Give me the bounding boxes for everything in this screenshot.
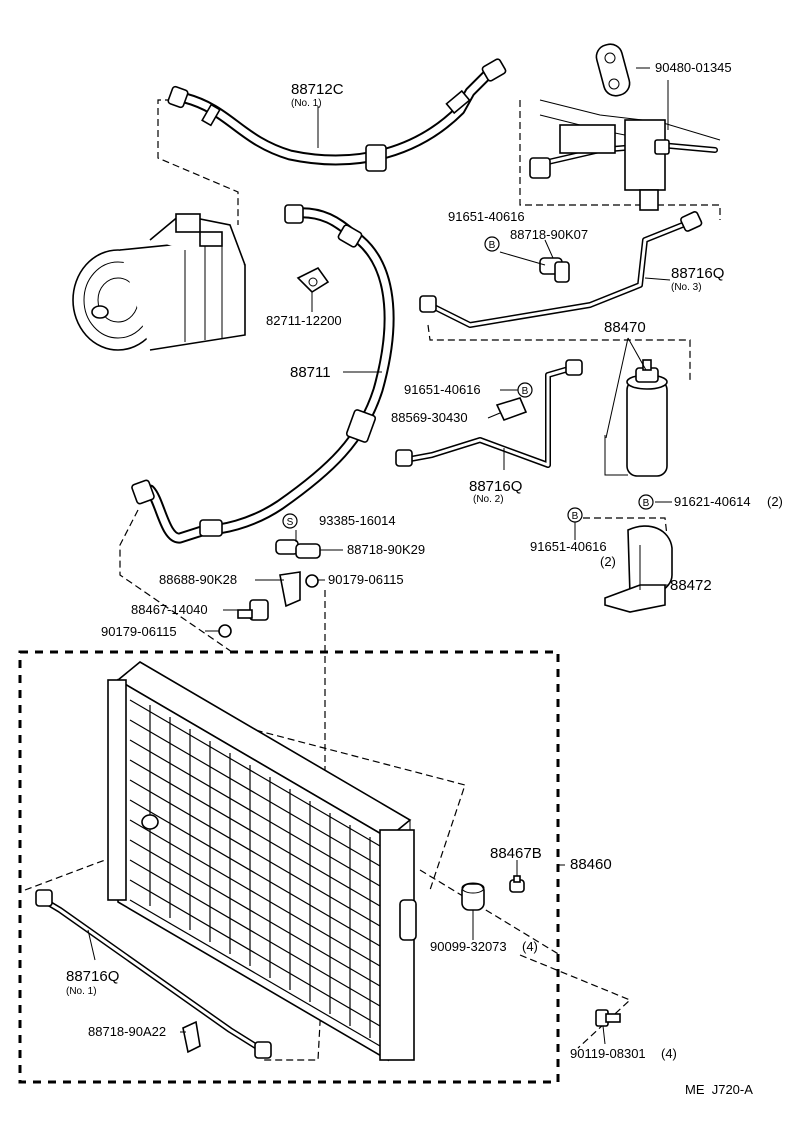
label-90119-qty: (4) [661,1046,677,1061]
label-88716q-1-note: (No. 1) [66,986,97,997]
tube-88716q-no2 [395,359,583,468]
hose-88711 [131,204,395,544]
svg-text:S: S [287,517,294,528]
svg-text:B: B [643,498,650,509]
upper-right-assembly [529,99,721,211]
label-88716q-3-note: (No. 3) [671,282,702,293]
cushion-90099 [461,882,485,911]
label-90179-b: 90179-06115 [101,624,177,639]
label-90119: 90119-08301 [570,1046,646,1061]
condenser-dashline-b [159,704,466,891]
label-88712c-note: (No. 1) [291,98,322,109]
label-90179-a: 90179-06115 [328,572,404,587]
label-90480: 90480-01345 [655,60,732,75]
bracket-82711 [296,266,330,294]
label-91651-c-qty: (2) [600,554,616,569]
label-91621: 91621-40614 [674,494,751,509]
tube-3-dashline [427,324,691,380]
condenser-88460 [107,661,417,1062]
label-88718-a22: 88718-90A22 [88,1024,166,1039]
switch-dashline [119,509,233,653]
nut-90179-a [305,574,319,588]
nut-90179-b [218,624,232,638]
label-88460: 88460 [570,856,612,873]
label-88716q-2: 88716Q [469,478,522,495]
bolt-90119 [595,1009,621,1027]
condenser-dashline-a [262,590,326,1061]
symbol-b-3: B [638,494,654,510]
tube-88716q-no3 [419,211,703,328]
label-88718-k07: 88718-90K07 [510,227,588,242]
bracket-88688-90k28 [279,571,301,608]
label-91651-a: 91651-40616 [448,209,525,224]
label-88716q-3: 88716Q [671,265,724,282]
label-88467: 88467-14040 [131,602,208,617]
leader-lines [87,67,672,1045]
label-88467b: 88467B [490,845,542,862]
condenser-assembly-outline [18,650,560,1084]
label-88470: 88470 [604,319,646,336]
clamp-88718-90k07 [539,257,570,283]
label-91621-qty: (2) [767,494,783,509]
label-88716q-1: 88716Q [66,968,119,985]
bracket-88569 [495,397,528,422]
svg-text:B: B [572,511,579,522]
label-82711: 82711-12200 [266,313,342,328]
label-88472: 88472 [670,577,712,594]
tube-88716q-no1 [35,889,272,1059]
label-90099: 90099-32073 [430,939,507,954]
label-88712c: 88712C [291,81,344,98]
tube-1-dashline [24,859,106,891]
label-88569: 88569-30430 [391,410,468,425]
clamp-88718-90a22 [182,1020,201,1054]
bolt-dashline [519,954,632,1049]
clamp-88718-90k29 [275,539,321,559]
label-91651-b: 91651-40616 [404,382,481,397]
symbol-b-2: B [517,382,533,398]
compressor [72,213,246,351]
label-91651-c: 91651-40616 [530,539,607,554]
upper-right-dashline [519,100,721,220]
receiver-88470 [604,359,668,477]
label-90099-qty: (4) [522,939,538,954]
hose-88712c-dashline [157,99,239,225]
label-88716q-2-note: (No. 2) [473,494,504,505]
cushion-dashline [419,869,561,956]
label-88718-k29: 88718-90K29 [347,542,425,557]
plug-88467b [509,875,525,893]
condenser-fins [129,699,381,1047]
hose-88712c [167,58,507,172]
clamp-90480 [595,43,631,97]
symbol-b-1: B [484,236,500,252]
symbol-s: S [282,513,298,529]
diagram-id: ME J720-A [685,1082,753,1097]
bracket-88472 [604,525,673,613]
svg-text:B: B [489,240,496,251]
svg-text:B: B [522,386,529,397]
label-88688: 88688-90K28 [159,572,237,587]
label-93385: 93385-16014 [319,513,396,528]
label-88711: 88711 [290,364,331,381]
symbol-b-4: B [567,507,583,523]
